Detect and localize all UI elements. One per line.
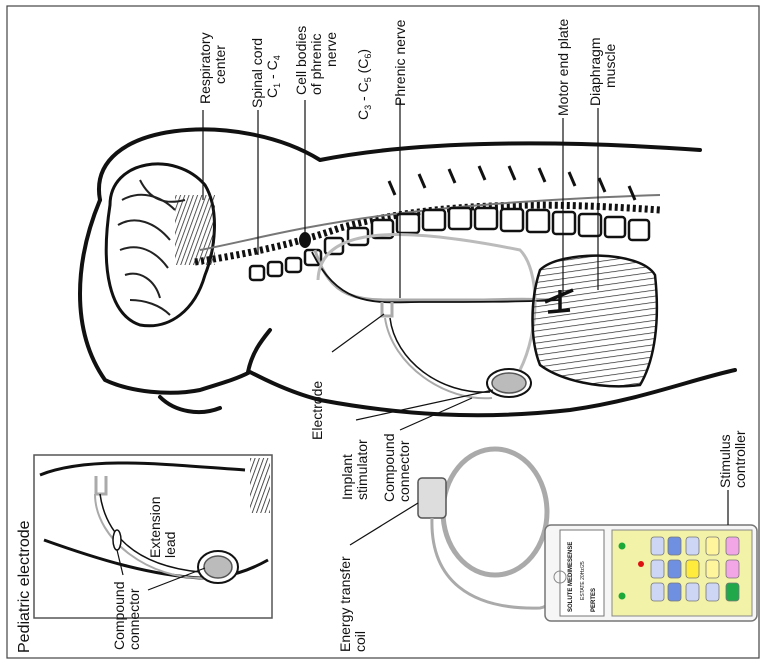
label-implant-stimulator: Implant stimulator: [339, 439, 370, 500]
label-compound-connector: Compound connector: [381, 430, 412, 502]
implant-stimulator: [487, 369, 531, 397]
pediatric-electrode-inset: Pediatric electrode: [16, 455, 272, 653]
brain: [106, 164, 215, 326]
stimulus-controller: SOLUTE MEDIMESENSE ESTATE 20Hz/25 PERTES: [545, 525, 757, 621]
controller-screen-line-2: ESTATE 20Hz/25: [580, 561, 586, 600]
label-electrode: Electrode: [309, 381, 325, 440]
inset-compound-connector: [113, 530, 121, 550]
label-cell-bodies: Cell bodies of phrenic nerve: [293, 22, 339, 95]
energy-transfer-coil: [418, 449, 560, 608]
phrenic-cell-bodies: [299, 232, 311, 248]
label-stimulus-controller: Stimulus controller: [717, 430, 748, 488]
inset-vertebrae: [250, 458, 270, 513]
label-respiratory-center: Respiratory center: [197, 29, 228, 104]
label-c3-c5: C3 - C5 (C6): [355, 49, 373, 120]
phrenic-nerve: [312, 252, 560, 302]
label-energy-transfer-coil: Energy transfer coil: [337, 552, 368, 652]
controller-screen-line-3: PERTES: [591, 588, 597, 612]
electrode-lead: [390, 318, 490, 392]
label-motor-end-plate: Motor end plate: [555, 19, 571, 116]
label-phrenic-nerve: Phrenic nerve: [392, 19, 408, 106]
respiratory-center-region: [175, 195, 215, 265]
diaphragm-muscle: [533, 256, 657, 387]
label-diaphragm-muscle: Diaphragm muscle: [587, 34, 618, 106]
controller-screen-line-1: SOLUTE MEDIMESENSE: [568, 542, 574, 612]
electrode-lead-grey: [385, 318, 492, 398]
inset-title: Pediatric electrode: [16, 520, 33, 653]
label-spinal-cord: Spinal cord C1 - C4: [249, 34, 282, 108]
inset-implant: [198, 551, 238, 583]
controller-buttons: [651, 537, 739, 601]
phrenic-nerve-grey: [315, 250, 550, 300]
